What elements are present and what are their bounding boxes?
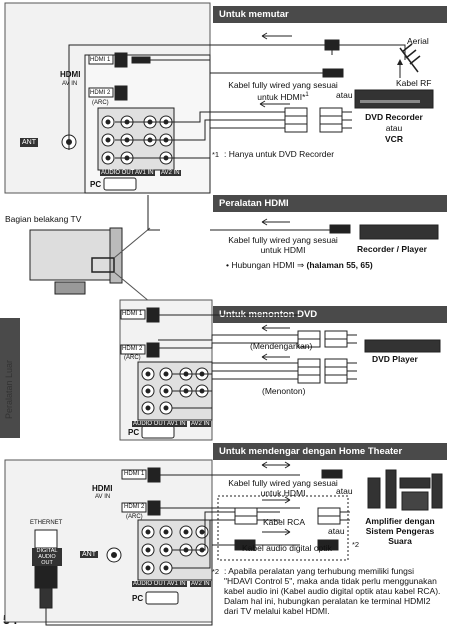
section-header-play: Untuk memutar: [213, 6, 447, 23]
dvd-recorder-or: atau: [385, 123, 403, 133]
play-cable-hdmi: Kabel fully wired yang sesuai untuk HDMI…: [228, 80, 338, 102]
theater-cable-hdmi: Kabel fully wired yang sesuai untuk HDMI: [228, 478, 338, 498]
dvd-watch-label: (Menonton): [262, 386, 306, 396]
av2-in-label: AV2 IN: [160, 170, 181, 176]
av1-in-label-bottom: AV1 IN: [166, 581, 187, 587]
hdmi1-label-bottom: HDMI 1: [124, 471, 145, 477]
av2-in-label-mid: AV2 IN: [190, 421, 211, 427]
arc-label-mid: (ARC): [124, 355, 141, 361]
hdmi-link: • Hubungan HDMI ⇒ (halaman 55, 65): [226, 260, 373, 270]
theater-mark2: *2: [352, 540, 360, 549]
pc-label-bottom: PC: [132, 594, 144, 603]
ant-label-bottom: ANT: [80, 551, 98, 558]
recorder-player-label: Recorder / Player: [357, 244, 427, 254]
av2-in-label-bottom: AV2 IN: [190, 581, 211, 587]
theater-or2: atau: [328, 526, 345, 536]
side-tab: [0, 318, 20, 438]
section-header-theater: Untuk mendengar dengan Home Theater: [213, 443, 447, 460]
arc-label-bottom: (ARC): [126, 514, 143, 520]
rear-tv-label: Bagian belakang TV: [5, 214, 82, 224]
dvd-player-label: DVD Player: [372, 354, 418, 364]
audio-out-label-mid: AUDIO OUT: [132, 421, 168, 427]
cable-rf-label: Kabel RF: [396, 78, 432, 88]
theater-or: atau: [336, 486, 353, 496]
av-in-label: AV IN: [62, 81, 78, 87]
av1-in-label: AV1 IN: [134, 170, 155, 176]
hdmi-logo-bottom: HDMI: [92, 484, 113, 493]
av-in-label-bottom: AV IN: [95, 494, 111, 500]
hdmi2-label: HDMI 2: [90, 90, 111, 96]
digital-audio-out-label: DIGITAL AUDIO OUT: [32, 548, 62, 566]
av1-in-label-mid: AV1 IN: [166, 421, 187, 427]
audio-out-label-bottom: AUDIO OUT: [132, 581, 168, 587]
aerial-label: Aerial: [407, 36, 429, 46]
pc-label-mid: PC: [128, 428, 140, 437]
hdmi-logo: HDMI: [60, 70, 81, 79]
theater-note: : Apabila peralatan yang terhubung memil…: [224, 566, 441, 616]
theater-rca: Kabel RCA: [263, 517, 306, 527]
play-note: : Hanya untuk DVD Recorder: [224, 149, 335, 159]
dvd-recorder-label: DVD Recorder: [365, 112, 423, 122]
hdmi1-label: HDMI 1: [90, 57, 111, 63]
theater-optical: Kabel audio digital optik: [242, 543, 332, 553]
hdmi2-label-bottom: HDMI 2: [124, 504, 145, 510]
theater-note-mark: *2: [212, 567, 220, 576]
play-note-mark: *1: [212, 150, 220, 159]
hdmi2-label-mid: HDMI 2: [122, 346, 143, 352]
hdmi-cable-label: Kabel fully wired yang sesuai untuk HDMI: [228, 235, 338, 255]
hdmi1-label-mid: HDMI 1: [122, 311, 143, 317]
pc-label: PC: [90, 180, 102, 189]
amplifier-label: Amplifier dengan Sistem Pengeras Suara: [365, 516, 435, 546]
ethernet-label: ETHERNET: [30, 520, 63, 526]
ant-label: ANT: [20, 138, 38, 147]
vcr-label: VCR: [385, 134, 403, 144]
audio-out-label: AUDIO OUT: [100, 170, 136, 176]
play-or: atau: [336, 90, 353, 100]
dvd-listen-label: (Mendengarkan): [250, 341, 313, 351]
section-header-hdmi: Peralatan HDMI: [213, 195, 447, 212]
arc-label: (ARC): [92, 100, 109, 106]
